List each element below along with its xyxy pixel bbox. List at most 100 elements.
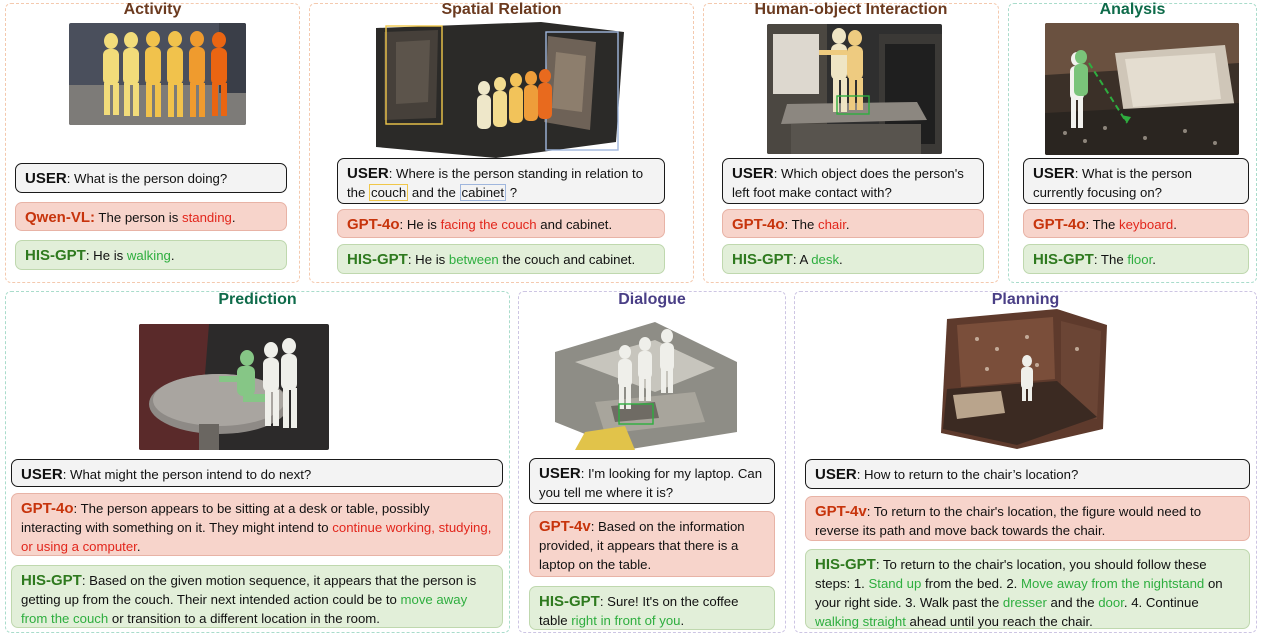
his-gpt-answer: HIS-GPT: Based on the given motion seque…	[11, 565, 503, 628]
model-label: HIS-GPT	[539, 593, 600, 610]
answer-text: . 4. Continue	[1123, 595, 1199, 610]
his-gpt-answer: HIS-GPT: Sure! It's on the coffee table …	[529, 586, 775, 630]
his-gpt-answer: HIS-GPT: To return to the chair's locati…	[805, 549, 1250, 629]
answer-text: .	[1173, 217, 1177, 232]
user-label: USER	[347, 165, 389, 182]
answer-text: .	[845, 217, 850, 232]
model-label: HIS-GPT	[347, 251, 408, 268]
cabinet-reference: cabinet	[459, 184, 507, 201]
answer-text: on your right side. 3. Walk past the	[815, 576, 1223, 610]
analysis-scene-svg	[1045, 23, 1239, 155]
dialogue-scene-svg	[555, 322, 737, 450]
scene-image	[139, 324, 329, 450]
answer-text: .	[231, 210, 236, 225]
baseline-answer: Qwen-VL: The person is standing.	[15, 202, 287, 231]
activity-scene-svg	[69, 23, 246, 125]
panel-prediction: Prediction USER: What might the person i…	[5, 291, 510, 633]
panel-title: Human-object Interaction	[754, 1, 948, 18]
answer-text: .	[1152, 252, 1156, 267]
model-label: GPT-4o	[1033, 216, 1086, 233]
panel-title: Spatial Relation	[441, 1, 562, 18]
answer-text: : The person appears to be sitting at a …	[21, 501, 430, 535]
scene-image	[69, 23, 246, 125]
user-question: USER: What might the person intend to do…	[11, 459, 503, 487]
question-text: : What is the person currently focusing …	[1033, 166, 1192, 200]
question-text: : Which object does the person's left fo…	[732, 166, 964, 200]
user-question: USER: What is the person doing?	[15, 163, 287, 193]
answer-text: : Sure! It's on the coffee table	[539, 594, 739, 628]
answer-text: .	[839, 252, 843, 267]
answer-text: or transition to a different location in…	[108, 611, 380, 626]
answer-highlight: standing	[182, 210, 232, 225]
answer-text: ahead until you reach the chair.	[905, 614, 1093, 629]
answer-highlight: walking straight	[815, 614, 906, 629]
answer-text: : The	[1093, 252, 1128, 267]
answer-text: .	[136, 539, 141, 554]
panel-spatial-relation: Spatial Relation USER: Where is the pers…	[309, 1, 694, 283]
answer-highlight: Move away from the nightstand	[1021, 576, 1205, 591]
panel-title: Planning	[991, 291, 1060, 308]
user-label: USER	[1033, 165, 1075, 182]
question-text: and the	[408, 185, 460, 200]
question-text: ?	[506, 185, 518, 200]
answer-text: and cabinet.	[536, 217, 613, 232]
panel-human-object-interaction: Human-object Interaction USER: Which obj…	[703, 1, 999, 283]
user-question: USER: I'm looking for my laptop. Can you…	[529, 458, 775, 504]
model-label: HIS-GPT	[815, 556, 876, 573]
scene-image	[1045, 23, 1239, 155]
answer-text: and the	[1046, 595, 1099, 610]
his-gpt-answer: HIS-GPT: A desk.	[722, 244, 984, 274]
question-text: : I'm looking for my laptop. Can you tel…	[539, 466, 763, 500]
prediction-scene-svg	[139, 324, 329, 450]
baseline-answer: GPT-4o: The chair.	[722, 209, 984, 238]
model-label: GPT-4o	[21, 500, 74, 517]
answer-highlight: walking	[126, 248, 171, 263]
panel-title: Analysis	[1099, 1, 1166, 18]
user-label: USER	[732, 165, 774, 182]
planning-scene-svg	[937, 309, 1107, 449]
answer-text: : The	[1085, 217, 1119, 232]
panel-planning: Planning USER: How to return to the chai…	[794, 291, 1257, 633]
answer-text: : The	[784, 217, 818, 232]
question-text: : Where is the person standing in relati…	[347, 166, 644, 200]
answer-text: : Based on the information provided, it …	[539, 519, 745, 572]
answer-text: : He is	[85, 248, 127, 263]
panel-title: Activity	[123, 1, 182, 18]
model-label: HIS-GPT	[25, 247, 86, 264]
answer-text: .	[170, 248, 175, 263]
scene-image	[376, 22, 624, 158]
answer-text: : He is	[399, 217, 441, 232]
answer-text: from the bed. 2.	[921, 576, 1022, 591]
user-label: USER	[539, 465, 581, 482]
user-question: USER: Where is the person standing in re…	[337, 158, 665, 204]
answer-highlight: desk	[811, 252, 840, 267]
answer-highlight: move away from the couch	[21, 592, 468, 626]
answer-text: : A	[792, 252, 812, 267]
couch-reference: couch	[369, 184, 409, 201]
question-text: : What might the person intend to do nex…	[62, 467, 312, 482]
user-label: USER	[815, 466, 857, 483]
answer-highlight: dresser	[1002, 595, 1047, 610]
model-label: GPT-4v	[815, 503, 867, 520]
his-gpt-answer: HIS-GPT: He is walking.	[15, 240, 287, 270]
user-question: USER: What is the person currently focus…	[1023, 158, 1249, 204]
answer-highlight: between	[448, 252, 499, 267]
answer-text: : To return to the chair's location, the…	[815, 504, 1202, 538]
question-text: : What is the person doing?	[66, 171, 228, 186]
answer-highlight: facing the couch	[440, 217, 537, 232]
hoi-scene-svg	[767, 24, 942, 154]
answer-text: : To return to the chair's location, you…	[815, 557, 1207, 591]
model-label: HIS-GPT	[732, 251, 793, 268]
user-label: USER	[21, 466, 63, 483]
model-label: HIS-GPT	[1033, 251, 1094, 268]
answer-text: the couch and cabinet.	[498, 252, 636, 267]
panel-title: Dialogue	[618, 291, 686, 308]
model-label: GPT-4v	[539, 518, 591, 535]
baseline-answer: GPT-4o: The keyboard.	[1023, 209, 1249, 238]
answer-text: : He is	[407, 252, 449, 267]
answer-highlight: chair	[818, 217, 846, 232]
answer-highlight: door	[1098, 595, 1124, 610]
baseline-answer: GPT-4o: He is facing the couch and cabin…	[337, 209, 665, 238]
scene-image	[555, 322, 737, 450]
his-gpt-answer: HIS-GPT: The floor.	[1023, 244, 1249, 274]
